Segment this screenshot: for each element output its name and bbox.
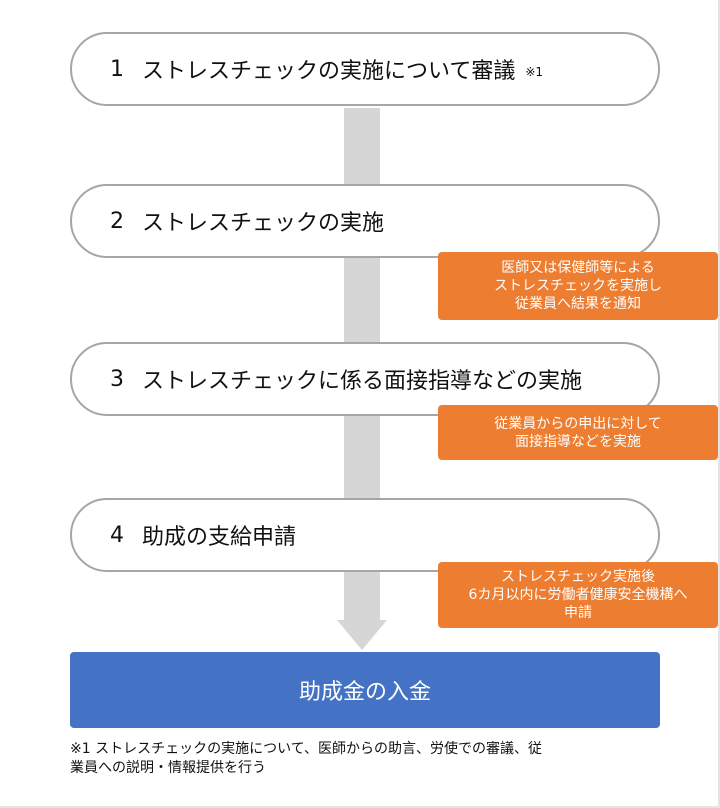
step-number: 2	[110, 208, 124, 234]
step-number: 3	[110, 366, 124, 392]
callout-line: 6カ月以内に労働者健康安全機構へ	[468, 587, 688, 603]
step-label: ストレスチェックの実施について審議	[142, 59, 516, 84]
step-label: ストレスチェックに係る面接指導などの実施	[142, 369, 583, 394]
step-3: 3 ストレスチェックに係る面接指導などの実施	[70, 342, 660, 416]
footnote-line: 業員への説明・情報提供を行う	[70, 760, 266, 776]
callout-step-4: ストレスチェック実施後 6カ月以内に労働者健康安全機構へ 申請	[438, 562, 718, 628]
callout-line: 医師又は保健師等による	[501, 260, 655, 276]
callout-line: 従業員へ結果を通知	[515, 296, 641, 312]
step-note: ※1	[525, 65, 544, 79]
final-result-box: 助成金の入金	[70, 652, 660, 728]
footnote: ※1 ストレスチェックの実施について、医師からの助言、労使での審議、従 業員への…	[70, 740, 670, 778]
step-label: ストレスチェックの実施	[142, 211, 385, 236]
flow-arrow-head	[337, 620, 387, 650]
callout-line: ストレスチェック実施後	[501, 569, 655, 585]
step-2: 2 ストレスチェックの実施	[70, 184, 660, 258]
step-1: 1 ストレスチェックの実施について審議 ※1	[70, 32, 660, 106]
callout-step-2: 医師又は保健師等による ストレスチェックを実施し 従業員へ結果を通知	[438, 252, 718, 320]
callout-line: ストレスチェックを実施し	[494, 278, 662, 294]
step-number: 1	[110, 56, 124, 82]
footnote-line: ※1 ストレスチェックの実施について、医師からの助言、労使での審議、従	[70, 741, 542, 757]
callout-line: 申請	[564, 605, 592, 621]
step-number: 4	[110, 522, 124, 548]
callout-step-3: 従業員からの申出に対して 面接指導などを実施	[438, 405, 718, 460]
callout-line: 従業員からの申出に対して	[494, 415, 662, 432]
callout-line: 面接指導などを実施	[515, 433, 641, 450]
step-label: 助成の支給申請	[142, 525, 297, 550]
step-4: 4 助成の支給申請	[70, 498, 660, 572]
